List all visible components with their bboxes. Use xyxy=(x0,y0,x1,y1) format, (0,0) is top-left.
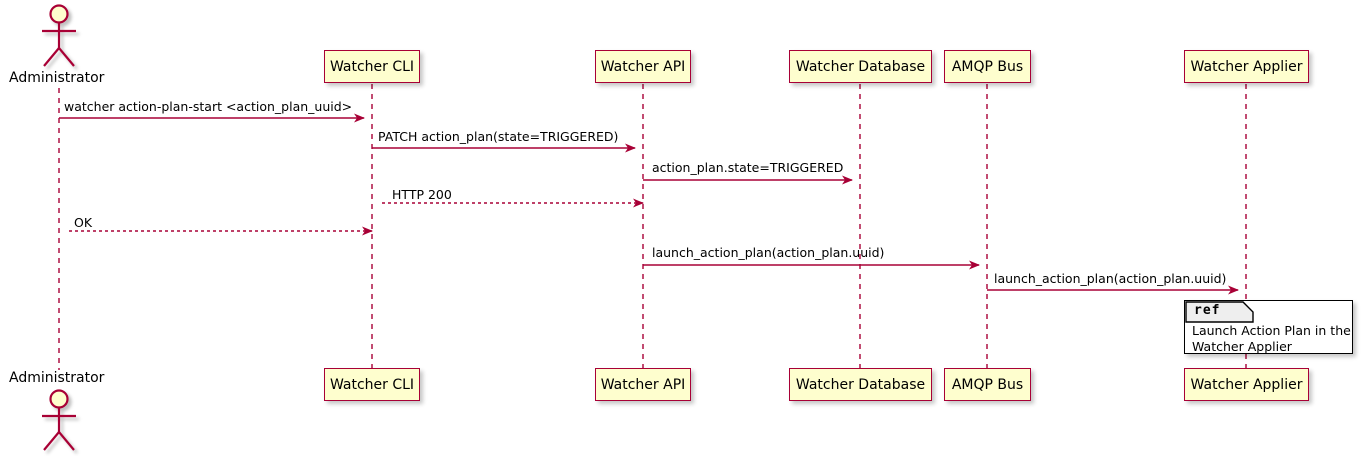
participant-label: Watcher Database xyxy=(795,58,926,75)
participant-label: AMQP Bus xyxy=(951,58,1024,75)
message-arrows: Watcher CLI (dashed return) --> Administ… xyxy=(59,113,1239,295)
lifelines xyxy=(58,84,1247,370)
ref-fragment-text: Launch Action Plan in the Watcher Applie… xyxy=(1192,323,1351,354)
participant-label: Watcher CLI xyxy=(329,376,415,393)
ref-tab-label: ref xyxy=(1194,303,1221,318)
message-label-4: HTTP 200 xyxy=(392,187,452,202)
message-label-5: OK xyxy=(74,215,93,230)
ref-fragment[interactable]: ref Launch Action Plan in the Watcher Ap… xyxy=(1184,300,1353,354)
message-label-7: launch_action_plan(action_plan.uuid) xyxy=(994,271,1227,286)
participant-box-watcher-cli-top[interactable]: Watcher CLI xyxy=(324,50,420,83)
participant-box-watcher-applier-top[interactable]: Watcher Applier xyxy=(1184,50,1309,83)
participant-box-amqp-bus-bottom[interactable]: AMQP Bus xyxy=(944,368,1031,401)
actor-administrator-top xyxy=(42,4,76,67)
participant-label: Watcher API xyxy=(600,376,686,393)
participant-label: Watcher API xyxy=(600,58,686,75)
participant-box-watcher-api-top[interactable]: Watcher API xyxy=(595,50,691,83)
participant-box-watcher-database-bottom[interactable]: Watcher Database xyxy=(789,368,932,401)
participant-box-amqp-bus-top[interactable]: AMQP Bus xyxy=(944,50,1031,83)
participant-box-watcher-applier-bottom[interactable]: Watcher Applier xyxy=(1184,368,1309,401)
message-label-6: launch_action_plan(action_plan.uuid) xyxy=(652,245,885,260)
message-label-1: watcher action-plan-start <action_plan_u… xyxy=(64,99,353,114)
participant-box-watcher-cli-bottom[interactable]: Watcher CLI xyxy=(324,368,420,401)
participant-label: Watcher CLI xyxy=(329,58,415,75)
participant-box-watcher-api-bottom[interactable]: Watcher API xyxy=(595,368,691,401)
ref-tab-shape xyxy=(1185,301,1254,323)
actor-administrator-bottom xyxy=(42,389,76,451)
participant-label: Watcher Database xyxy=(795,376,926,393)
actor-label-administrator-top: Administrator xyxy=(9,70,105,86)
message-label-2: PATCH action_plan(state=TRIGGERED) xyxy=(378,129,619,144)
participant-box-watcher-database-top[interactable]: Watcher Database xyxy=(789,50,932,83)
actor-label-administrator-bottom: Administrator xyxy=(9,370,105,386)
participant-label: AMQP Bus xyxy=(951,376,1024,393)
message-label-3: action_plan.state=TRIGGERED xyxy=(652,160,844,175)
participant-label: Watcher Applier xyxy=(1190,376,1303,393)
participant-label: Watcher Applier xyxy=(1190,58,1303,75)
